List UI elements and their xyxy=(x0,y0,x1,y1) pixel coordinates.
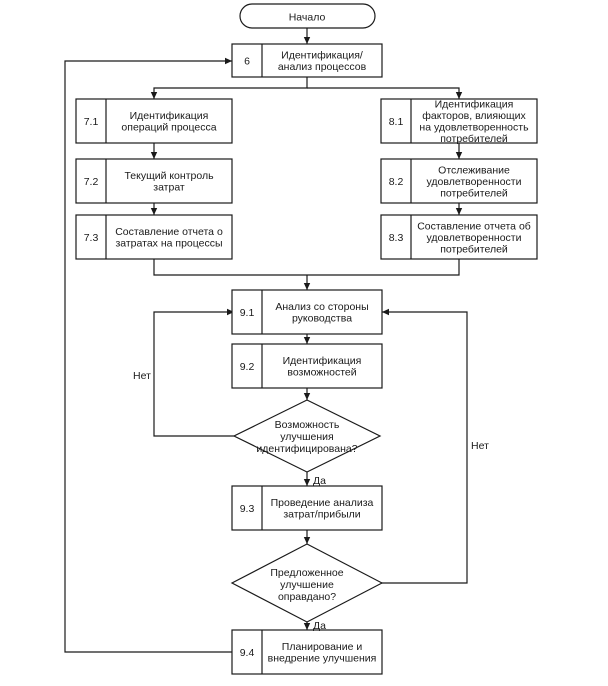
step-label-line: факторов, влияющих xyxy=(422,110,526,122)
d1-yes-label: Да xyxy=(313,475,326,487)
step-number: 6 xyxy=(244,56,250,68)
step-label-line: Анализ со стороны xyxy=(275,301,368,313)
decision-d1: Возможность улучшения идентифицирована? xyxy=(232,399,382,473)
step-label-line: потребителей xyxy=(440,187,508,199)
d1-line-1: Возможность xyxy=(275,419,340,431)
decision-d2: Предложенное улучшение оправдано? xyxy=(230,543,384,623)
edge-d2-no xyxy=(382,308,468,584)
step-label-line: на удовлетворенность xyxy=(419,122,529,134)
connectors xyxy=(64,28,468,653)
step-6-box: 6 Идентификация/анализ процессов xyxy=(231,43,383,78)
step-number: 8.1 xyxy=(389,116,404,128)
step-label-line: Текущий контроль xyxy=(124,170,214,182)
edge-6-71 xyxy=(150,77,308,99)
d2-line-2: улучшение xyxy=(280,579,334,591)
step-number: 9.4 xyxy=(240,647,255,659)
start-label: Начало xyxy=(289,12,326,24)
step-label-line: удовлетворенности xyxy=(427,176,522,188)
step-label-line: затрат/прибыли xyxy=(283,509,360,521)
d2-yes-label: Да xyxy=(313,620,326,632)
step-number: 7.3 xyxy=(84,232,99,244)
step-number: 8.3 xyxy=(389,232,404,244)
d2-no-label: Нет xyxy=(471,440,489,452)
edge-merge xyxy=(153,259,460,276)
step-label-line: Идентификация/ xyxy=(281,50,363,62)
edge-94-6 xyxy=(64,57,232,653)
step-number: 9.1 xyxy=(240,307,255,319)
step-label-line: Идентификация xyxy=(435,99,514,111)
step-label-line: Идентификация xyxy=(130,110,209,122)
step-label-line: затратах на процессы xyxy=(115,238,222,250)
step-label-line: операций процесса xyxy=(121,122,216,134)
step-number: 9.2 xyxy=(240,361,255,373)
step-label-line: внедрение улучшения xyxy=(268,653,377,665)
step-label-line: потребителей xyxy=(440,133,508,145)
step-label-line: удовлетворенности xyxy=(427,232,522,244)
d1-line-2: улучшения xyxy=(280,431,333,443)
step-83-box: 8.3 Составление отчета обудовлетворенност… xyxy=(380,214,538,260)
d1-no-label: Нет xyxy=(133,370,151,382)
edge-d1-no xyxy=(153,308,234,437)
d2-line-1: Предложенное xyxy=(270,567,343,579)
step-label-line: Идентификация xyxy=(283,355,362,367)
step-label-line: потребителей xyxy=(440,243,508,255)
d1-line-3: идентифицирована? xyxy=(256,443,357,455)
d2-line-3: оправдано? xyxy=(278,591,336,603)
step-label-line: Отслеживание xyxy=(438,164,510,176)
start-terminal: Начало xyxy=(239,3,376,29)
step-number: 7.1 xyxy=(84,116,99,128)
step-label-line: анализ процессов xyxy=(278,61,367,73)
step-label-line: Составление отчета о xyxy=(115,226,223,238)
step-label-line: затрат xyxy=(153,182,185,194)
step-label-line: Составление отчета об xyxy=(417,220,531,232)
step-label-line: возможностей xyxy=(287,367,356,379)
edge-6-81 xyxy=(307,87,463,99)
step-number: 7.2 xyxy=(84,176,99,188)
step-label-line: Планирование и xyxy=(282,641,363,653)
step-number: 9.3 xyxy=(240,503,255,515)
step-label-line: Проведение анализа xyxy=(271,497,374,509)
step-82-box: 8.2 Отслеживаниеудовлетворенностипотребит… xyxy=(380,158,538,204)
step-number: 8.2 xyxy=(389,176,404,188)
step-label-line: руководства xyxy=(292,313,352,325)
